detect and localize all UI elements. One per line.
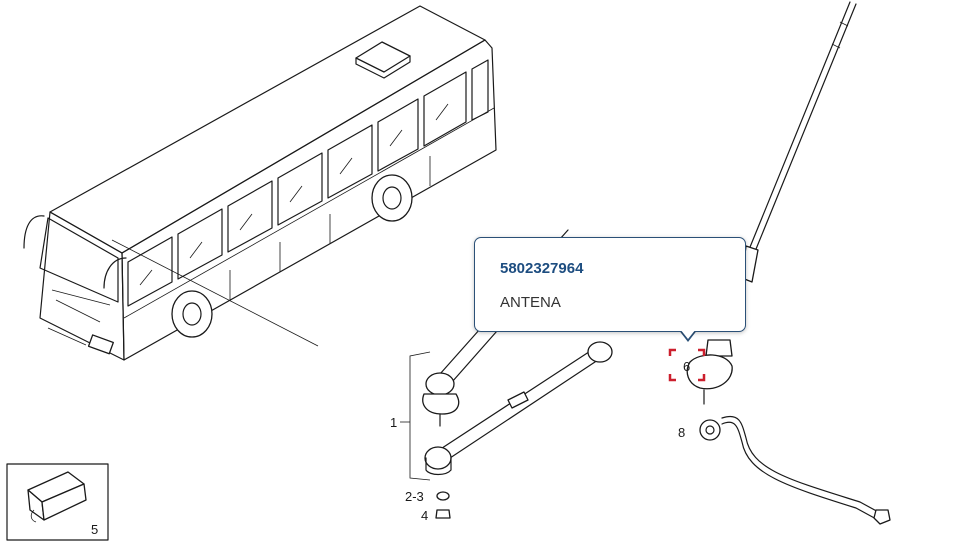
inset-seal-part [6,463,109,541]
label-item-6[interactable]: 6 [683,359,690,374]
part-description: ANTENA [500,294,561,311]
label-item-1: 1 [390,415,397,430]
selection-marker [668,348,706,382]
part-number: 5802327964 [500,260,584,277]
bus-illustration [23,5,497,361]
part-info-tooltip: 5802327964 ANTENA [474,237,746,332]
antenna-base [686,339,733,405]
label-item-2-3: 2-3 [405,489,424,504]
washer-and-nut [435,491,451,519]
label-item-8: 8 [678,425,685,440]
label-item-5: 5 [91,522,98,537]
callout-pointer-fill [680,329,696,339]
antenna-cable [699,415,891,525]
label-item-4: 4 [421,508,428,523]
antenna-mast [741,1,857,283]
